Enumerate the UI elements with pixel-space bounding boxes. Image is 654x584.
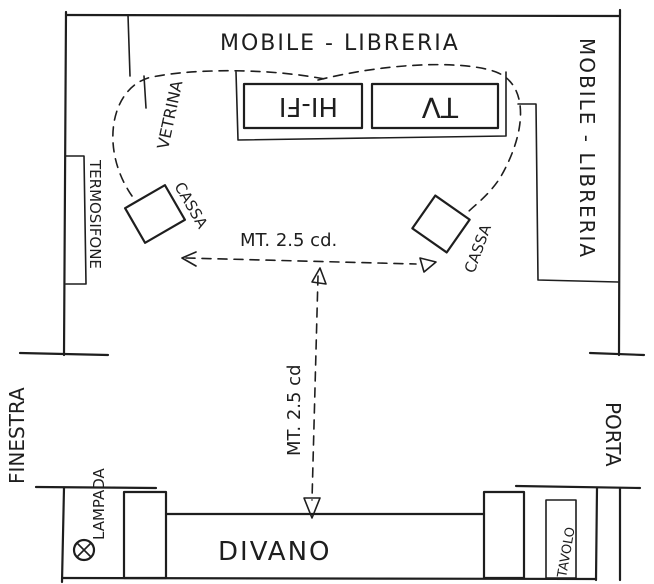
tv-box	[370, 82, 500, 130]
table-outline	[545, 499, 577, 579]
right-cabinet-outline	[517, 103, 619, 283]
horizontal-distance-label: MT. 2.5 cd.	[240, 230, 337, 251]
speaker-left-box	[123, 184, 187, 244]
termosifone-label: TERMOSIFONE	[86, 159, 104, 269]
door: PORTA	[601, 402, 625, 467]
sofa-arm-right	[482, 490, 526, 580]
listening-path	[112, 63, 522, 213]
left-window-jamb	[18, 351, 110, 357]
left-bottom-jamb	[34, 485, 158, 490]
right-bottom-jamb	[514, 484, 642, 490]
dashed-arc-left	[112, 69, 331, 197]
tv-label: TV	[422, 91, 459, 124]
left-wall-lower	[60, 486, 66, 584]
vetrina-side-inner	[143, 75, 147, 109]
distance-arrows: MT. 2.5 cd. MT. 2.5 cd	[181, 230, 437, 519]
sofa-arm-left	[122, 490, 168, 580]
horizontal-distance-line	[185, 257, 417, 265]
vertical-distance-label: MT. 2.5 cd	[284, 364, 305, 456]
radiator-outline	[65, 155, 87, 285]
vetrina-label: VETRINA	[153, 79, 186, 151]
radiator: TERMOSIFONE	[65, 155, 104, 285]
right-furniture: MOBILE - LIBRERIA	[517, 38, 619, 283]
lamp-cross	[76, 542, 92, 558]
porta-label: PORTA	[601, 402, 625, 467]
sofa: DIVANO	[122, 490, 526, 580]
top-wall	[64, 13, 622, 18]
lamp-icon	[72, 538, 96, 562]
finestra-label: FINESTRA	[5, 387, 29, 484]
top-furniture: MOBILE - LIBRERIA HI-FI TV VETRINA	[127, 14, 507, 151]
right-door-jamb	[588, 351, 646, 357]
vertical-distance-line	[311, 275, 319, 501]
right-furniture-label: MOBILE - LIBRERIA	[575, 38, 599, 259]
window: FINESTRA	[5, 387, 29, 484]
side-table: TAVOLO	[545, 499, 579, 580]
speaker-right: CASSA	[411, 194, 495, 275]
lampada-label: LAMPADA	[90, 467, 108, 540]
vertical-arrowhead-top	[311, 267, 327, 285]
cabinet-outline	[235, 71, 507, 141]
cassa-right-label: CASSA	[461, 221, 495, 275]
top-furniture-label: MOBILE - LIBRERIA	[220, 31, 460, 56]
lamp: LAMPADA	[72, 467, 108, 562]
vetrina-side-left	[127, 14, 131, 77]
speaker-right-box	[411, 194, 471, 254]
divano-label: DIVANO	[218, 537, 332, 567]
left-wall-upper	[62, 10, 68, 357]
right-wall-upper	[617, 8, 622, 357]
hifi-label: HI-FI	[279, 91, 338, 121]
horizontal-arrowhead-left	[181, 251, 197, 267]
right-wall-lower	[594, 486, 599, 582]
vertical-arrowhead-bottom	[303, 497, 321, 519]
speaker-left: CASSA	[123, 179, 212, 244]
horizontal-arrowhead-right	[419, 257, 437, 273]
hifi-box	[242, 82, 364, 130]
